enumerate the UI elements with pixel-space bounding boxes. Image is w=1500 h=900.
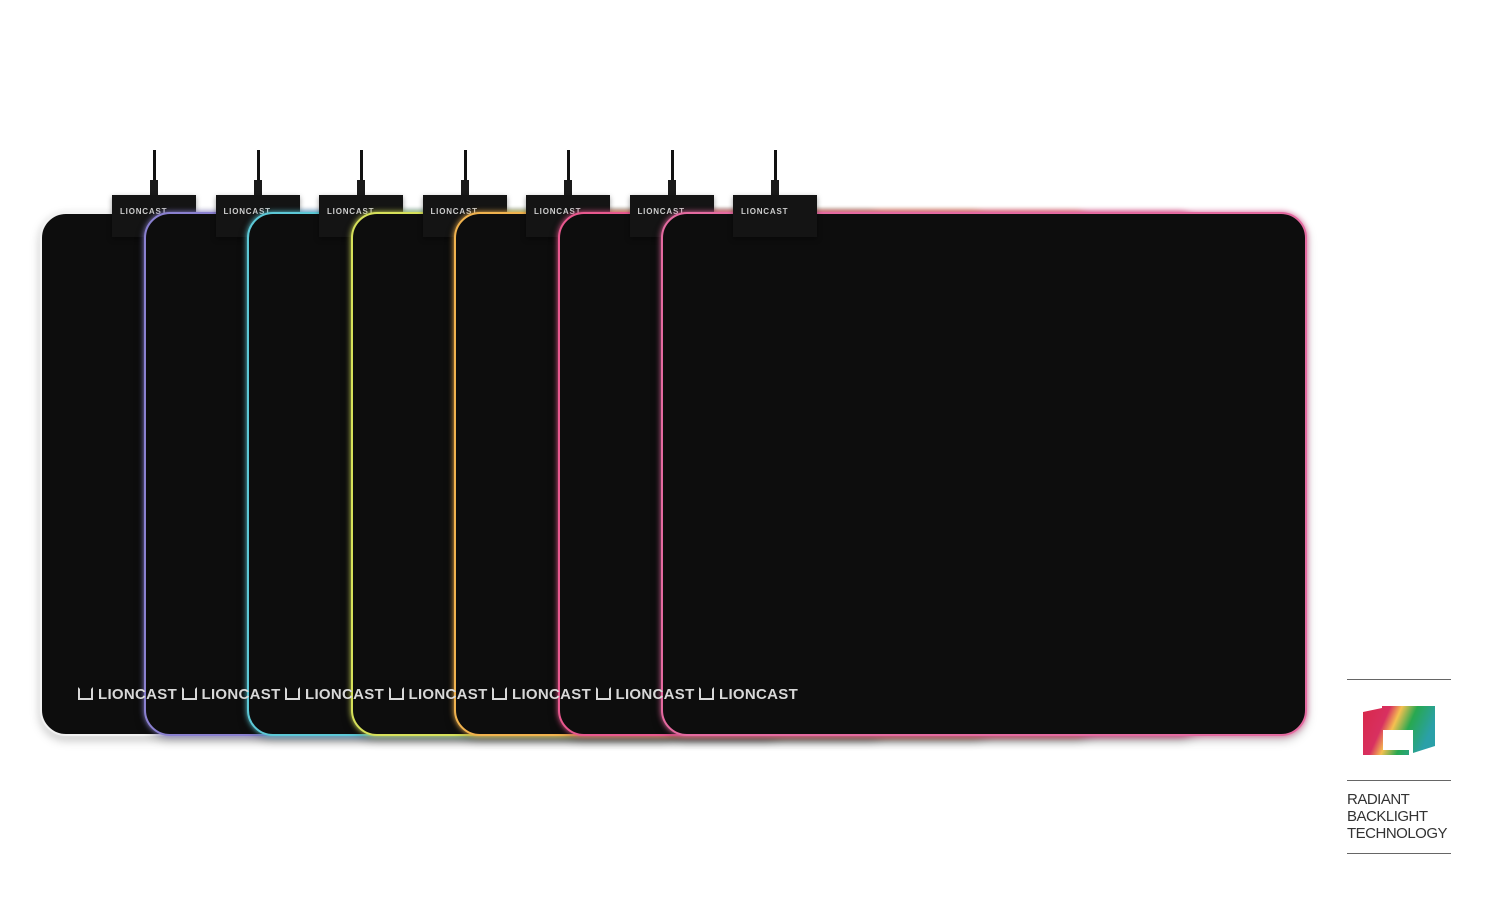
pad-brand-logo: LIONCAST <box>699 686 798 703</box>
connector-brand-label: LIONCAST <box>327 207 375 216</box>
lioncast-mark-icon <box>78 687 93 700</box>
badge-line: TECHNOLOGY <box>1347 825 1448 842</box>
connector-brand-label: LIONCAST <box>741 207 789 216</box>
usb-plug <box>460 180 469 195</box>
usb-cable <box>153 150 156 184</box>
lioncast-mark-icon <box>285 687 300 700</box>
brand-text: LIONCAST <box>305 686 385 703</box>
usb-plug <box>253 180 262 195</box>
usb-plug <box>150 180 158 195</box>
brand-text: LIONCAST <box>98 686 178 703</box>
usb-plug <box>771 180 779 195</box>
brand-text: LIONCAST <box>201 686 281 703</box>
badge-text: RADIANT BACKLIGHT TECHNOLOGY <box>1347 791 1451 842</box>
pad-brand-logo: LIONCAST <box>285 686 384 703</box>
pad-brand-logo: LIONCAST <box>492 686 591 703</box>
connector-brand-label: LIONCAST <box>120 207 168 216</box>
usb-cable <box>463 150 467 184</box>
usb-plug <box>667 180 676 195</box>
usb-cable <box>256 150 260 184</box>
usb-connector-box: LIONCAST <box>733 195 817 237</box>
connector-brand-label: LIONCAST <box>223 207 271 216</box>
radiant-backlight-badge: RADIANT BACKLIGHT TECHNOLOGY <box>1347 679 1451 854</box>
pad-brand-logo: LIONCAST <box>181 686 281 703</box>
connector-brand-label: LIONCAST <box>534 207 582 216</box>
brand-text: LIONCAST <box>719 686 799 703</box>
lioncast-mark-icon <box>181 687 197 700</box>
lioncast-mark-icon <box>388 687 404 700</box>
brand-text: LIONCAST <box>615 686 695 703</box>
connector-brand-label: LIONCAST <box>637 207 685 216</box>
lioncast-mark-icon <box>492 687 507 700</box>
pad-brand-logo: LIONCAST <box>78 686 177 703</box>
divider <box>1347 853 1451 854</box>
usb-cable <box>774 150 777 184</box>
mousepad <box>661 212 1307 736</box>
usb-cable <box>360 150 363 184</box>
connector-brand-label: LIONCAST <box>430 207 478 216</box>
usb-cable <box>567 150 570 184</box>
brand-text: LIONCAST <box>512 686 592 703</box>
usb-plug <box>564 180 572 195</box>
pad-brand-logo: LIONCAST <box>595 686 695 703</box>
usb-cable <box>670 150 674 184</box>
brand-text: LIONCAST <box>408 686 488 703</box>
usb-plug <box>357 180 365 195</box>
lioncast-mark-icon <box>699 687 714 700</box>
pad-brand-logo: LIONCAST <box>388 686 488 703</box>
lioncast-mark-icon <box>595 687 611 700</box>
radiant-backlight-logo-icon <box>1363 706 1435 756</box>
divider <box>1347 679 1451 680</box>
badge-line: BACKLIGHT <box>1347 808 1428 825</box>
badge-line: RADIANT <box>1347 791 1410 808</box>
divider <box>1347 780 1451 781</box>
